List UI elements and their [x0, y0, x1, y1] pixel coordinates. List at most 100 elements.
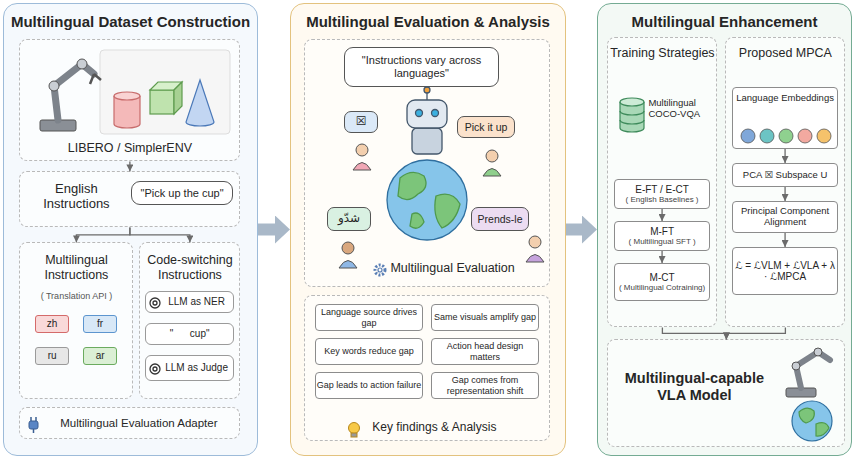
llm-logo: [150, 364, 160, 374]
node-subtext: ( Multilingual SFT ): [629, 237, 696, 246]
node-label: LLM as NER: [168, 296, 225, 308]
cylinder-object: [114, 92, 140, 128]
database-icon: [620, 98, 644, 132]
panel-arrow: [258, 224, 275, 236]
embedding-box: Language Embeddings: [732, 87, 838, 149]
node-label: Action head design matters: [432, 341, 538, 362]
embedding-dots: [741, 129, 755, 143]
finding-item: Gap comes from representation shift: [431, 372, 539, 399]
globe: [387, 160, 467, 240]
flow-arrow: [662, 327, 726, 339]
node-label: شدّو: [338, 212, 360, 226]
speech-bubble: "Instructions vary across languages": [344, 47, 499, 87]
globe: [792, 401, 832, 441]
cylinder-object: [114, 92, 140, 100]
globe: [799, 408, 814, 423]
llm-logo: [150, 298, 160, 308]
node-subtext: ( English Baselines ): [626, 195, 699, 204]
robot-figure: [432, 110, 439, 117]
person-figure: [339, 144, 544, 268]
node-subtext: Multilingual COCO-VQA: [648, 98, 714, 120]
adapter-box: Multilingual Evaluation Adapter: [19, 407, 240, 439]
cube-object: [150, 90, 174, 114]
node-label: Multilingual-capable VLA Model: [614, 370, 774, 403]
language-chip: zh: [35, 315, 69, 333]
node-label: M-CT: [650, 272, 675, 284]
llm-logo: [150, 298, 160, 374]
node-label: PCA ☒ Subspace U: [743, 170, 828, 181]
embedding-dots: [760, 129, 774, 143]
node-label: Gap comes from representation shift: [432, 375, 538, 396]
node-label: E-FT / E-CT: [635, 184, 689, 196]
plug-icon: [31, 417, 36, 433]
node-label: LLM as Judge: [165, 362, 228, 374]
robot-arm: [49, 81, 59, 91]
robot-figure: [426, 92, 427, 100]
speech-bubble: ☒: [344, 111, 378, 133]
robot-figure: [407, 87, 447, 154]
globe: [792, 401, 832, 441]
flow-arrow: [76, 227, 130, 242]
strategy-box: Training StrategiesMultilingual COCO-VQA…: [607, 37, 717, 327]
plug-icon: [29, 417, 38, 433]
embedding-dots: [798, 129, 812, 143]
globe: [387, 160, 467, 240]
globe: [398, 172, 426, 199]
bulb-icon: [349, 423, 360, 438]
language-chip: ar: [83, 347, 117, 365]
robot-figure: [407, 100, 447, 128]
finding-item: Same visuals amplify gap: [431, 304, 539, 331]
robot-arm: [786, 348, 830, 397]
speech-bubble: "Pick up the cup": [131, 181, 233, 205]
speech-bubble: Pick it up: [457, 116, 515, 138]
model-box: Multilingual-capable VLA Model: [607, 339, 845, 447]
cone-object: [186, 80, 214, 126]
robot-arm: [90, 74, 101, 84]
node-label: fr: [97, 318, 103, 330]
node-label: M-FT: [650, 226, 674, 238]
scene-backdrop: [100, 50, 230, 134]
node-label: ℒ = ℒVLM + ℒVLA + λ · ℒMPCA: [733, 260, 837, 283]
plug-icon: [29, 421, 38, 429]
process-box: Principal Component Alignment: [732, 201, 838, 233]
node-label: Multilingual Enhancement: [632, 13, 818, 30]
node-label: zh: [47, 318, 58, 330]
person-figure: [483, 169, 501, 177]
finding-item: Language source drives gap: [315, 304, 423, 331]
node-label: ar: [96, 350, 105, 362]
robot-arm: [40, 120, 76, 131]
node-label: "Pick up the cup": [141, 187, 224, 200]
node-label: Principal Component Alignment: [733, 206, 837, 228]
process-box: PCA ☒ Subspace U: [732, 163, 838, 187]
node-label: Multilingual Dataset Construction: [11, 13, 250, 30]
panel: Multilingual EnhancementTraining Strateg…: [597, 3, 852, 456]
language-chip: ru: [35, 347, 69, 365]
finding-item: Gap leads to action failure: [315, 372, 423, 399]
bulb-icon: [351, 433, 357, 437]
node-label: ☒: [356, 115, 367, 129]
flow-arrow: [784, 149, 785, 163]
flow-arrow: [726, 327, 785, 339]
database-icon: [620, 111, 644, 124]
node-label: Multilingual Evaluation Adapter: [60, 417, 217, 430]
globe: [816, 423, 829, 436]
method-box: Multilingual Instructions( Translation A…: [19, 242, 133, 399]
node-label: Multilingual Instructions: [20, 253, 132, 282]
robot-figure: [412, 128, 442, 154]
tool-pill: LLM as NER: [145, 291, 234, 313]
node-label: " cup": [170, 328, 210, 340]
flow-arrow: [661, 209, 662, 221]
scene-box: LIBERO / SimplerENV: [19, 39, 240, 161]
cylinder-object: [114, 96, 140, 128]
embedding-dots: [779, 129, 793, 143]
globe: [410, 213, 424, 228]
strategy-step: M-CT( Multilingual Cotraining): [614, 263, 710, 301]
node-label: ru: [48, 350, 57, 362]
tool-pill: LLM as Judge: [145, 355, 234, 381]
robot-arm: [792, 362, 800, 370]
loss-formula: ℒ = ℒVLM + ℒVLA + λ · ℒMPCA: [732, 247, 838, 295]
gear-icon: [375, 265, 385, 275]
llm-logo: [153, 367, 157, 371]
finding-item: Key words reduce gap: [315, 338, 423, 365]
